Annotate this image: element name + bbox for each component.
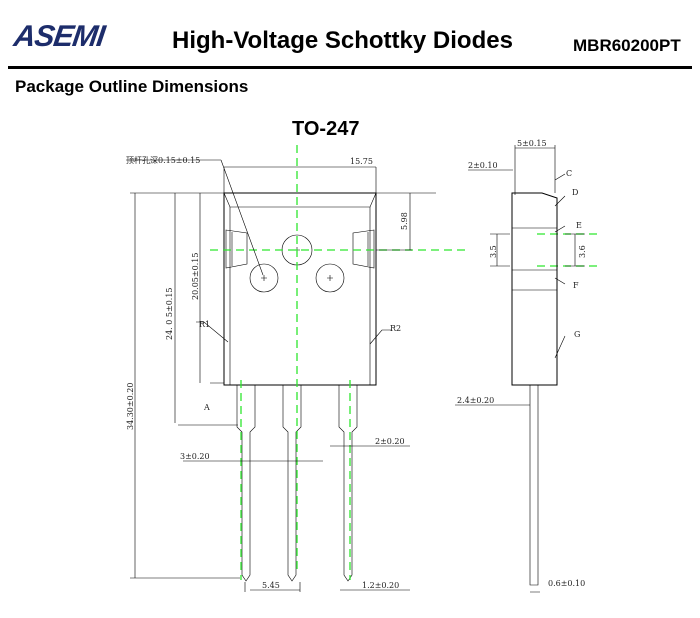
label-f: F xyxy=(573,281,579,290)
dim-h2: 3.6 xyxy=(578,245,587,258)
side-view: 5±0.15 2±0.10 C D E F G 3.5 3.6 2.4±0.20… xyxy=(455,139,587,593)
label-g: G xyxy=(574,330,580,339)
document-title: High-Voltage Schottky Diodes xyxy=(172,27,513,54)
header-divider xyxy=(8,66,692,69)
dim-width: 15.75 xyxy=(350,157,373,166)
dim-pitch: 5.45 xyxy=(262,581,280,590)
label-r2: R2 xyxy=(390,324,401,333)
dim-pin2: 2±0.20 xyxy=(375,437,405,446)
dim-lead-offset: 2.4±0.20 xyxy=(457,396,494,405)
dim-lead-thickness: 0.6±0.10 xyxy=(548,579,585,588)
dim-tab: 2±0.10 xyxy=(468,161,498,170)
label-c: C xyxy=(566,169,572,178)
dim-height2: 24. 0 5±0.15 xyxy=(165,287,174,340)
dim-thickness: 5±0.15 xyxy=(517,139,547,148)
label-r1: R1 xyxy=(199,320,210,329)
dim-body: 20.05±0.15 xyxy=(191,253,200,300)
dim-lead: 1.2±0.20 xyxy=(362,581,399,590)
dim-total: 34.30±0.20 xyxy=(126,383,135,430)
front-view: 顶杆孔深0.15±0.15 15.75 5.98 20.05±0.15 24. … xyxy=(126,145,597,592)
section-title: Package Outline Dimensions xyxy=(15,77,249,96)
dim-pin: 3±0.20 xyxy=(180,452,210,461)
package-name: TO-247 xyxy=(292,118,359,140)
label-a: A xyxy=(203,403,210,412)
label-d: D xyxy=(572,188,578,197)
hole-note: 顶杆孔深0.15±0.15 xyxy=(126,155,200,165)
label-e: E xyxy=(576,221,582,230)
part-number: MBR60200PT xyxy=(573,36,681,55)
dim-hole: 5.98 xyxy=(400,212,409,230)
dim-h1: 3.5 xyxy=(489,245,498,258)
